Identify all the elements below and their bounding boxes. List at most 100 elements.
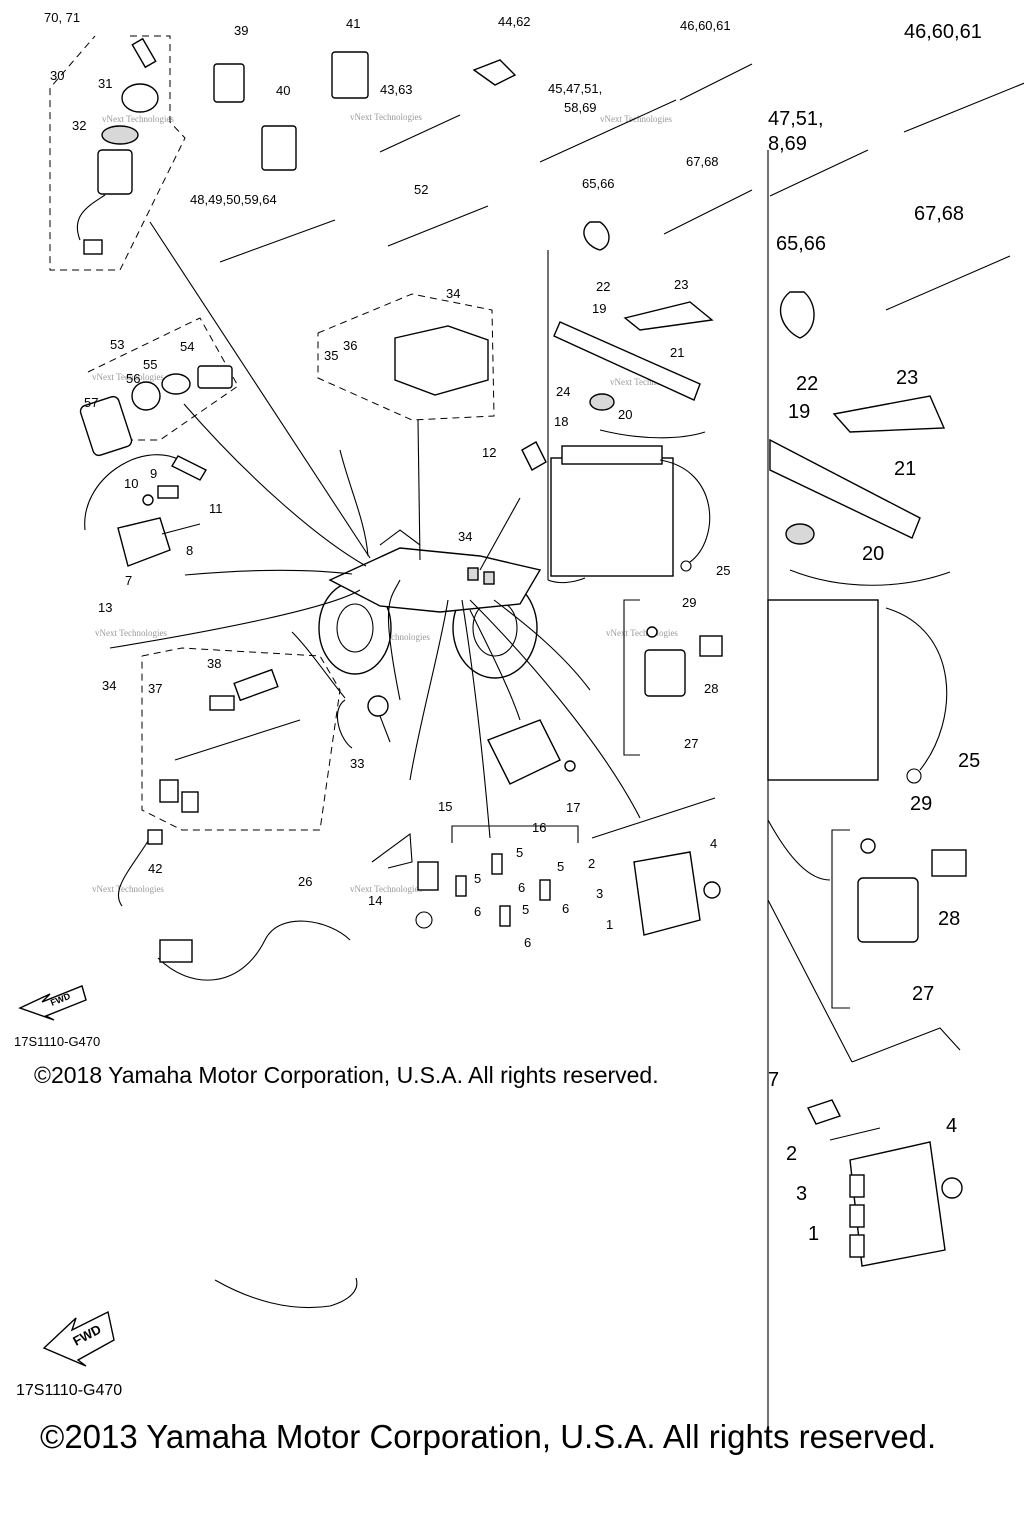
switch-body-part	[97, 149, 133, 195]
callout-label: 24	[556, 384, 570, 399]
callout-label: 17	[566, 800, 580, 815]
callout-label: 27	[912, 983, 934, 1005]
battery-cable-25	[659, 459, 711, 563]
callout-label: 46,60,61	[904, 21, 982, 43]
copyright-inset: ©2013 Yamaha Motor Corporation, U.S.A. A…	[40, 1418, 937, 1455]
callout-label: 6	[524, 935, 531, 950]
leader	[547, 577, 586, 584]
callout-label: 38	[207, 656, 221, 671]
bolt-5-part	[455, 875, 467, 897]
diagram-code-main: 17S1110-G470	[14, 1034, 101, 1049]
inset-bolt-2-part	[807, 1099, 841, 1125]
connector-38-part	[209, 695, 235, 711]
o-ring-part	[415, 911, 433, 929]
sensor-spring	[379, 715, 391, 743]
nut-part	[101, 125, 139, 145]
atv-fuse-marker	[483, 571, 495, 585]
atv-vehicle	[318, 529, 542, 679]
inset-tie-46-part	[903, 82, 1024, 133]
relay-group-bracket	[623, 599, 640, 756]
leader	[109, 589, 361, 649]
watermark: vNext Technologies	[606, 628, 678, 638]
inset-stay-3-part	[829, 1127, 881, 1141]
fwd-arrow-main: FWD	[18, 985, 87, 1021]
starter-relay-part	[644, 649, 686, 697]
callout-label: 14	[368, 893, 382, 908]
fuel-sender-part	[79, 395, 133, 457]
callout-label: 3	[796, 1183, 807, 1205]
callout-label: 28	[938, 908, 960, 930]
key-part	[131, 37, 157, 69]
terminal-25	[680, 560, 692, 572]
callout-label: 67,68	[686, 154, 719, 169]
callout-label: 46,60,61	[680, 18, 731, 33]
callout-label: 36	[343, 338, 357, 353]
callout-label: 65,66	[776, 233, 826, 255]
inset-ecu-port	[849, 1204, 865, 1228]
clamp-44-part	[472, 59, 517, 86]
callout-label: 19	[592, 301, 606, 316]
harness-26-part	[157, 920, 351, 981]
callout-label: 22	[796, 373, 818, 395]
coil-group-line	[84, 454, 181, 531]
callout-label: 29	[682, 595, 696, 610]
bracket-21-part	[623, 301, 714, 331]
bolt-5-part	[539, 879, 551, 901]
callout-label: 35	[324, 348, 338, 363]
callout-label: 4	[946, 1115, 957, 1137]
leader	[409, 599, 449, 781]
leader	[469, 599, 641, 819]
fwd-arrow-inset-shape	[42, 1310, 115, 1367]
watermark: vNext Technologies	[350, 112, 422, 122]
leader	[493, 599, 591, 691]
relay-41-part	[331, 51, 369, 99]
callout-label: 40	[276, 83, 290, 98]
callout-label: 56	[126, 371, 140, 386]
callout-label: 34	[102, 678, 116, 693]
callout-label: 34	[446, 286, 460, 301]
inset-tie-67-part	[885, 255, 1011, 311]
switch-connector-part	[83, 239, 103, 255]
grommet-4-part	[703, 881, 721, 899]
watermark: vNext Technologies	[92, 372, 164, 382]
copyright-main: ©2018 Yamaha Motor Corporation, U.S.A. A…	[34, 1062, 659, 1088]
inset-bolt-29-part	[860, 838, 876, 854]
callout-label: 13	[98, 600, 112, 615]
cable-42-connector	[147, 829, 163, 845]
leader-lines	[109, 221, 641, 839]
leader	[183, 403, 367, 567]
inset-leader	[767, 899, 853, 1063]
bolt-8-part	[161, 523, 201, 535]
leader	[339, 449, 369, 557]
callout-label: 21	[894, 458, 916, 480]
callout-label: 10	[124, 476, 138, 491]
damper-20-part	[589, 393, 615, 411]
leader	[469, 609, 521, 721]
tie-43-part	[379, 114, 461, 153]
coil-7-part	[117, 517, 171, 567]
fuse-box-group-box	[317, 293, 495, 421]
inset-harness-fragment	[214, 1277, 358, 1309]
rectifier-16-part	[487, 719, 561, 785]
tie-45-part	[539, 99, 677, 163]
main-switch	[76, 37, 159, 255]
inset-bracket-19-part	[769, 438, 921, 539]
callouts-main: 70, 7130313239404143,6344,6245,47,51,58,…	[44, 10, 731, 950]
connector-37b-part	[181, 791, 199, 813]
diagram-code-inset: 17S1110-G470	[16, 1382, 123, 1399]
ecu-1-part	[633, 851, 701, 936]
callout-label: 54	[180, 339, 194, 354]
callout-label: 8,69	[768, 133, 807, 155]
callout-label: 8	[186, 543, 193, 558]
inset-cable-25	[885, 607, 948, 771]
callout-label: 23	[896, 367, 918, 389]
relay-40-part	[261, 125, 297, 171]
tie-48-part	[219, 219, 336, 263]
watermark: vNext Technologies	[92, 884, 164, 894]
callout-label: 7	[768, 1069, 779, 1091]
callout-label: 1	[808, 1223, 819, 1245]
fuse-28-part	[699, 635, 723, 657]
inset-battery-part	[767, 599, 879, 781]
callout-label: 20	[862, 543, 884, 565]
battery-18-part	[550, 457, 674, 577]
